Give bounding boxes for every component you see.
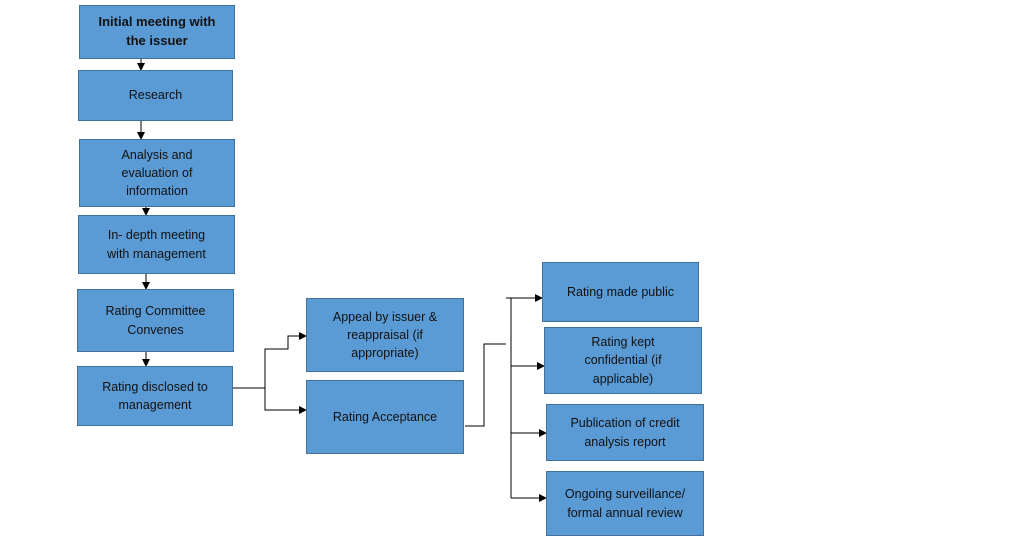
node-kept-confidential-label: Rating kept confidential (if applicable) [584,335,662,386]
node-committee-label: Rating Committee Convenes [105,304,206,337]
node-appeal-label: Appeal by issuer & reappraisal (if appro… [332,309,438,361]
node-initial-meeting: Initial meeting with the issuer [79,5,235,59]
node-appeal: Appeal by issuer & reappraisal (if appro… [306,298,464,372]
node-kept-confidential: Rating kept confidential (if applicable) [544,327,702,394]
node-initial-meeting-label: Initial meeting with the issuer [98,14,216,48]
node-publication: Publication of credit analysis report [546,404,704,461]
node-analysis: Analysis and evaluation of information [79,139,235,207]
node-surveillance: Ongoing surveillance/ formal annual revi… [546,471,704,536]
node-disclosed-label: Rating disclosed to management [102,379,208,412]
node-analysis-label: Analysis and evaluation of information [121,147,193,199]
arrow-disclosed-to-appeal [233,332,307,389]
node-research-label: Research [128,88,183,103]
node-acceptance-label: Rating Acceptance [332,409,438,424]
node-made-public-label: Rating made public [566,284,674,299]
node-publication-label: Publication of credit analysis report [570,416,680,449]
node-acceptance: Rating Acceptance [306,380,464,454]
node-research: Research [78,70,233,121]
connector-acceptance-to-trunk [465,343,506,427]
node-indepth-meeting-label: In- depth meeting with management [107,228,206,261]
node-disclosed: Rating disclosed to management [77,366,233,426]
node-surveillance-label: Ongoing surveillance/ formal annual revi… [564,487,686,520]
node-indepth-meeting: In- depth meeting with management [78,215,235,274]
node-committee: Rating Committee Convenes [77,289,234,352]
node-made-public: Rating made public [542,262,699,322]
arrow-disclosed-to-acceptance [264,388,307,414]
